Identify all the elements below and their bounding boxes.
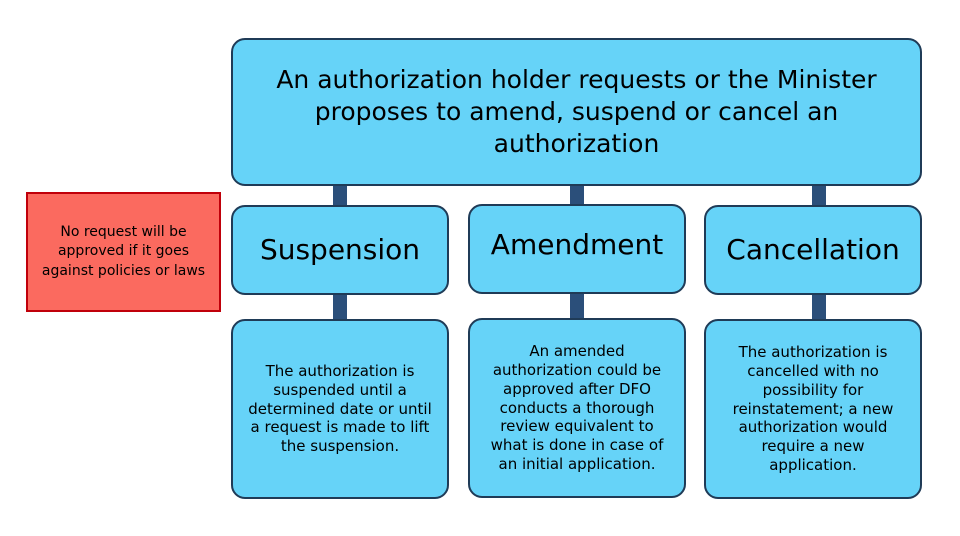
cancellation-description: The authorization is cancelled with no p… <box>732 343 894 474</box>
connector-top-to-amendment <box>570 186 584 205</box>
connector-cancellation-to-description <box>812 295 826 319</box>
amendment-description: An amended authorization could be approv… <box>490 342 664 473</box>
suspension-title: Suspension <box>259 233 421 267</box>
connector-amendment-to-description <box>570 294 584 319</box>
amendment-title: Amendment <box>490 228 664 261</box>
cancellation-description-box: The authorization is cancelled with no p… <box>704 319 922 499</box>
cancellation-title: Cancellation <box>726 233 900 267</box>
suspension-box: Suspension <box>231 205 449 295</box>
suspension-description-box: The authorization is suspended until a d… <box>231 319 449 499</box>
connector-top-to-cancellation <box>812 186 826 205</box>
request-text: An authorization holder requests or the … <box>276 65 877 158</box>
connector-top-to-suspension <box>333 186 347 205</box>
suspension-description: The authorization is suspended until a d… <box>248 362 432 456</box>
connector-suspension-to-description <box>333 295 347 319</box>
warning-note-text: No request will be approved if it goes a… <box>41 223 206 279</box>
cancellation-box: Cancellation <box>704 205 922 295</box>
warning-note-box: No request will be approved if it goes a… <box>26 192 221 312</box>
amendment-description-box: An amended authorization could be approv… <box>468 318 686 498</box>
request-box: An authorization holder requests or the … <box>231 38 922 186</box>
amendment-box: Amendment <box>468 204 686 294</box>
